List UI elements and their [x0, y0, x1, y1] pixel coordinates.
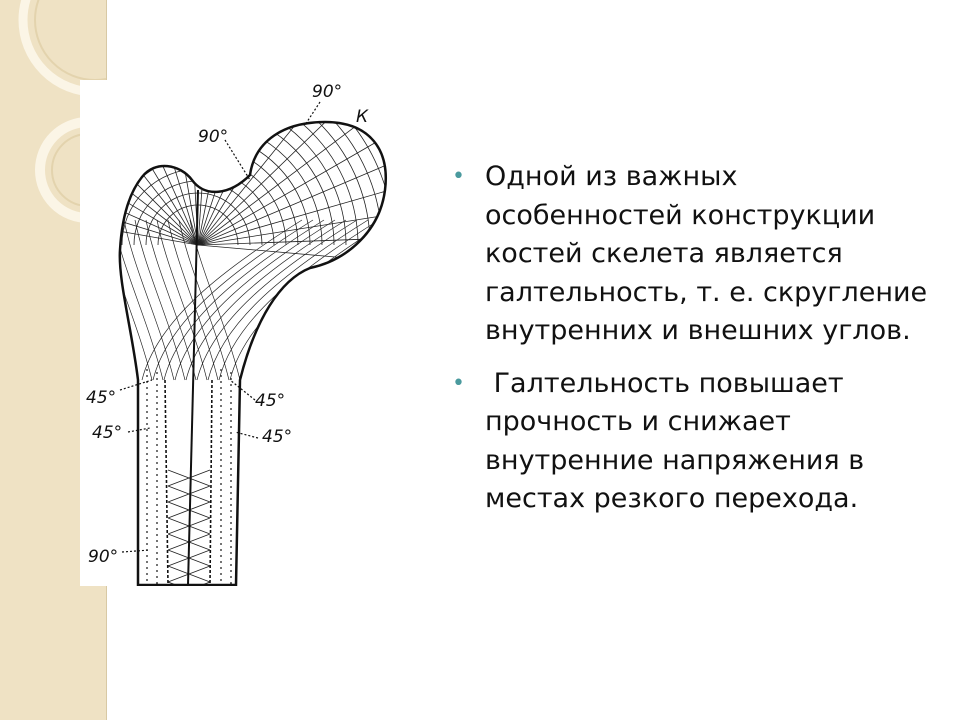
bone-outline [118, 120, 387, 586]
medullary-canal-left [164, 379, 169, 586]
trabecular-pattern [119, 122, 386, 585]
bullet-text-1: Одной из важных особенностей конструкции… [485, 161, 928, 346]
label-right-upper-angle: 45° [255, 391, 285, 411]
bullet-icon: • [452, 164, 465, 189]
label-right-lower-angle: 45° [262, 427, 292, 447]
label-k: К [356, 107, 369, 127]
femur-trabecular-diagram: 90° К 90° 45° 45° 45° 45° 90° [80, 80, 400, 586]
central-axis-line [187, 189, 199, 586]
bullet-list: • Одной из важных особенностей конструкц… [450, 158, 930, 519]
label-top-left-angle: 90° [198, 127, 228, 147]
medullary-canal-right [209, 379, 213, 586]
bullet-icon: • [452, 370, 465, 396]
slide-text: • Одной из важных особенностей конструкц… [450, 158, 930, 533]
bullet-text-2: Галтельность повышает прочность и снижае… [485, 367, 873, 515]
bullet-item-1: • Одной из важных особенностей конструкц… [450, 158, 930, 351]
bullet-item-2: • Галтельность повышает прочность и сниж… [450, 365, 930, 519]
femur-drawing: 90° К 90° 45° 45° 45° 45° 90° [86, 82, 387, 586]
leader-lines [119, 101, 321, 553]
label-left-upper-angle: 45° [86, 388, 116, 408]
label-bottom-angle: 90° [88, 547, 118, 567]
label-top-right-angle: 90° [312, 82, 342, 102]
label-left-lower-angle: 45° [92, 423, 122, 443]
